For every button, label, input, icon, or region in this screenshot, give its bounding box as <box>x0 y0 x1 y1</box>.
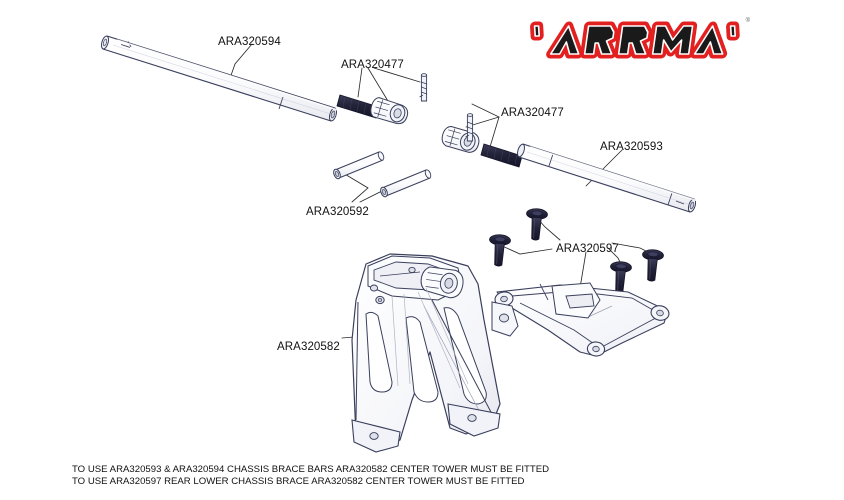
screw-3 <box>640 248 665 283</box>
callout-ARA320594: ARA320594 <box>218 36 281 48</box>
arrma-logo-mark <box>530 21 740 59</box>
part-brace-bar-ARA320593 <box>517 143 699 213</box>
callout-ARA320477-left: ARA320477 <box>341 59 404 71</box>
part-rod-end-ARA320477-right <box>441 113 523 168</box>
screw-1 <box>487 233 512 268</box>
callout-ARA320597: ARA320597 <box>556 243 619 255</box>
callout-ARA320477-right: ARA320477 <box>501 107 564 119</box>
screw-2 <box>524 207 549 242</box>
callout-ARA320582: ARA320582 <box>277 341 340 353</box>
footer-note-line-1: TO USE ARA320593 & ARA320594 CHASSIS BRA… <box>72 464 550 475</box>
arrma-logo: ® <box>516 16 750 64</box>
screw-4 <box>608 260 633 295</box>
part-pins-ARA320592 <box>333 151 432 198</box>
part-rod-end-ARA320477-left <box>336 73 428 125</box>
part-center-tower-ARA320582 <box>351 253 519 453</box>
registered-trademark-mark: ® <box>745 18 750 24</box>
footer-notes: TO USE ARA320593 & ARA320594 CHASSIS BRA… <box>72 464 772 488</box>
footer-note-line-2: TO USE ARA320597 REAR LOWER CHASSIS BRAC… <box>72 476 525 488</box>
part-brace-bar-ARA320594 <box>100 35 345 122</box>
callout-ARA320592: ARA320592 <box>306 206 369 218</box>
callout-ARA320593: ARA320593 <box>600 141 663 153</box>
part-rear-lower-brace-ARA320597 <box>494 282 670 357</box>
